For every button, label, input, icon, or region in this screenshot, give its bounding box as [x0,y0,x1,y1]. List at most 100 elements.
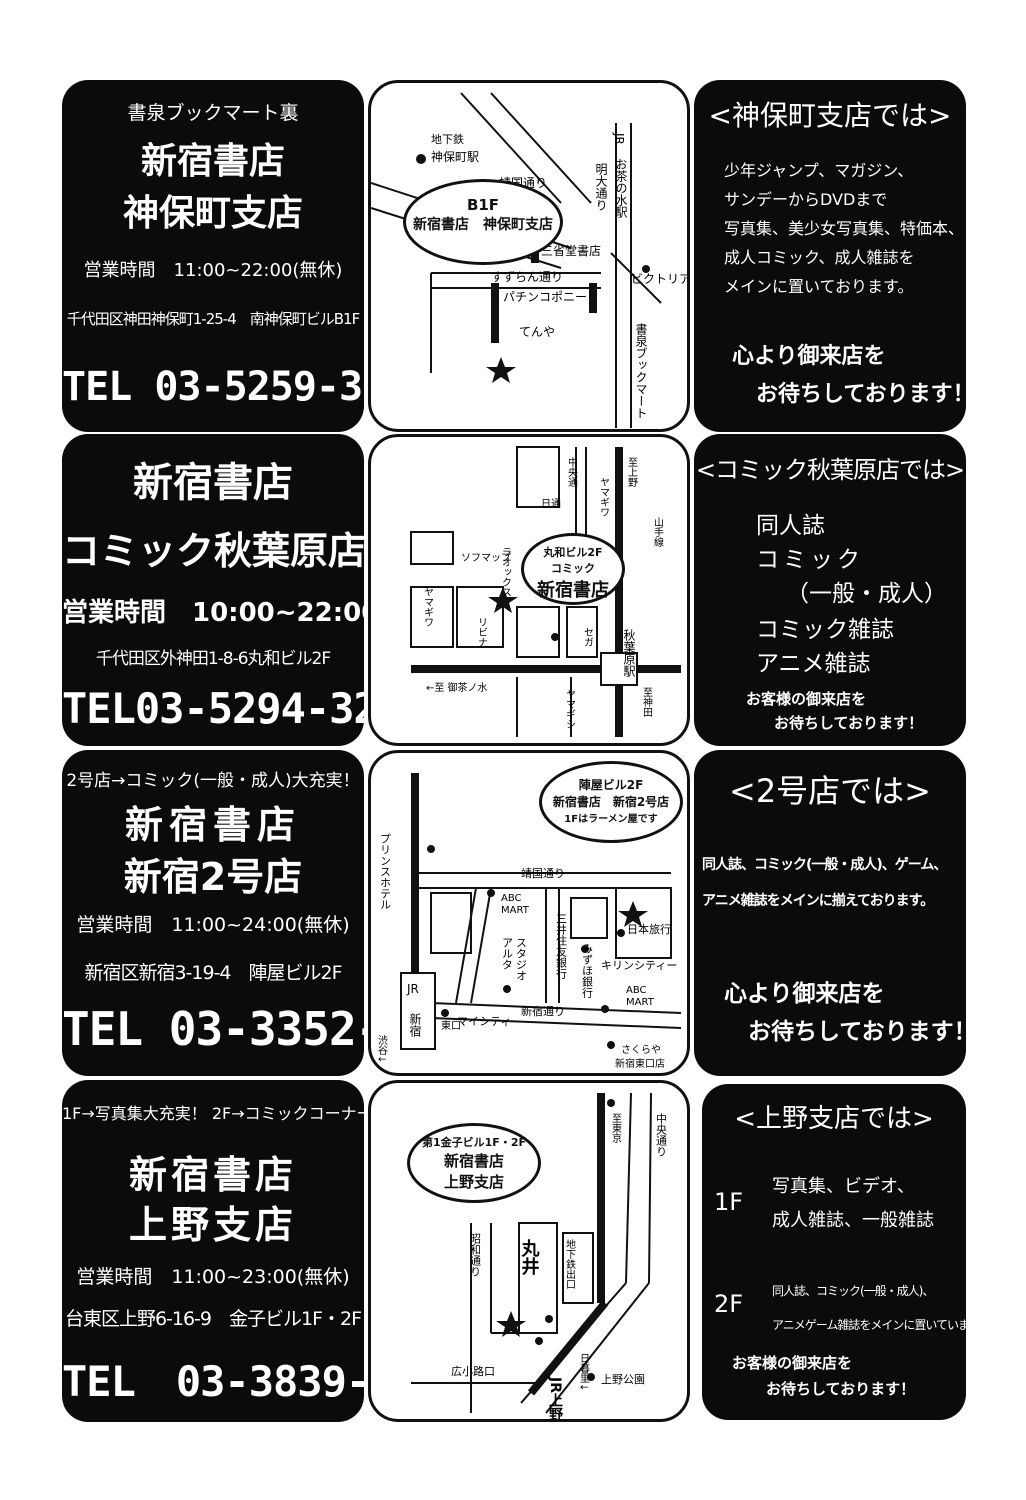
info-line: 同人誌 [756,513,825,539]
info-line: サンデーからDVDまで [724,190,888,209]
closing-line-1: 心より御来店を [732,344,886,369]
svg-text:新宿東口店: 新宿東口店 [615,1057,665,1070]
info-line: 写真集、美少女写真集、特価本、 [724,219,965,238]
bubble-store-name: 新宿書店 神保町支店 [413,217,553,233]
svg-text:山手線: 山手線 [652,517,664,547]
svg-text:渋谷↓: 渋谷↓ [376,1034,388,1064]
svg-text:上野公園: 上野公園 [601,1373,645,1386]
store-name: 新宿書店 [124,803,301,847]
svg-text:スタジオ: スタジオ [515,937,528,981]
svg-text:地下鉄: 地下鉄 [431,132,464,146]
floor-1f-description: 写真集、ビデオ、 成人雑誌、一般雑誌 [772,1170,934,1238]
store-tagline: 書泉ブックマート裏 [127,102,299,124]
info-line: 成人コミック、成人雑誌を [724,248,915,267]
store-tel[interactable]: TEL 03-3839-5340 [62,1357,364,1406]
svg-text:ビクトリア: ビクトリア [631,272,687,286]
svg-text:三省堂書店: 三省堂書店 [541,244,601,258]
svg-text:JR: JR [612,132,626,145]
store-card-akihabara: 新宿書店 コミック秋葉原店 営業時間 10:00~22:00 千代田区外神田1-… [62,434,364,746]
svg-text:ヤマギシ: ヤマギシ [564,689,576,729]
svg-text:リビナ: リビナ [476,617,487,647]
map-akihabara: 日通 中央通 ヤマギワ 至上野 山手線 ソフマップ ラオックス ヤマギワ リビナ… [368,434,690,746]
svg-text:マイシティ: マイシティ [457,1015,511,1028]
store-card-jimbocho: 書泉ブックマート裏 新宿書店 神保町支店 営業時間 11:00~22:00(無休… [62,80,364,432]
svg-text:日通: 日通 [541,498,561,510]
floor-line: 同人誌、コミック(一般・成人)、 [772,1284,934,1298]
bubble-store-branch: 上野支店 [443,1173,504,1191]
store-hours: 営業時間 11:00~24:00(無休) [76,914,350,936]
info-line: コミック雑誌 [756,617,894,643]
store-address: 新宿区新宿3-19-4 陣屋ビル2F [84,962,342,984]
bubble-store-name: 新宿書店 [537,580,609,601]
svg-text:昭和通り: 昭和通り [469,1233,482,1277]
svg-text:てんや: てんや [519,325,555,339]
svg-text:キリンシティー: キリンシティー [601,959,677,972]
svg-text:MART: MART [626,997,655,1008]
info-card-shinjuku2: <2号店では> 同人誌、コミック(一般・成人)、ゲーム、 アニメ雑誌をメインに揃… [694,750,966,1076]
bubble-store-name: 新宿書店 新宿2号店 [552,795,670,809]
info-title: <コミック秋葉原店では> [695,456,965,484]
info-title: <神保町支店では> [708,99,952,132]
svg-text:JR上野: JR上野 [547,1376,563,1419]
svg-text:MART: MART [501,905,530,916]
svg-text:明大通り: 明大通り [594,163,608,211]
closing-line-1: お客様の御来店を [732,1354,853,1372]
store-branch: 神保町支店 [122,193,303,234]
svg-text:三井住友銀行: 三井住友銀行 [555,913,568,980]
closing-line-2: お待ちしております！ [748,1019,966,1045]
svg-text:日本旅行: 日本旅行 [627,922,671,936]
floor-label-1f: 1F [714,1188,744,1216]
info-line: アニメ雑誌をメインに揃えております。 [702,893,934,909]
store-branch: 上野支店 [128,1203,297,1247]
info-description: 少年ジャンプ、マガジン、 サンデーからDVDまで 写真集、美少女写真集、特価本、… [724,156,964,301]
info-title: <2号店では> [729,772,931,810]
info-line: 少年ジャンプ、マガジン、 [724,161,914,180]
store-address: 千代田区外神田1-8-6丸和ビル2F [95,649,331,669]
info-card-akihabara: <コミック秋葉原店では> 同人誌 コミック （一般・成人） コミック雑誌 アニメ… [694,434,966,746]
store-tel[interactable]: TEL 03-3352-0952 [62,1002,364,1056]
svg-text:神保町駅: 神保町駅 [431,150,479,164]
store-hours: 営業時間 11:00~23:00(無休) [76,1266,350,1288]
map-ueno-graphic: 至東京 中央通り 昭和通り 丸井 地下鉄出口 広小路口 JR上野 日暮里↓ 上野… [411,1092,668,1419]
closing-line-1: 心より御来店を [724,981,885,1007]
map-akihabara-graphic: 日通 中央通 ヤマギワ 至上野 山手線 ソフマップ ラオックス ヤマギワ リビナ… [410,446,681,737]
store-address: 台東区上野6-16-9 金子ビル1F・2F [64,1308,362,1330]
closing-line-2: お待ちしております！ [774,714,924,732]
map-jimbocho-bubble: B1F 新宿書店 神保町支店 [403,179,563,265]
floor-label-2f: 2F [714,1290,744,1318]
svg-text:アルタ: アルタ [501,937,514,970]
info-title: <上野支店では> [734,1104,934,1134]
svg-text:靖国通り: 靖国通り [521,867,565,880]
bubble-store-name: 新宿書店 [443,1152,504,1170]
map-jimbocho-graphic: 地下鉄 神保町駅 靖国通り すずらん通り パチンコポニー てんや 三省堂書店 ビ… [371,92,687,428]
store-tagline: 1F→写真集大充実！ 2F→コミックコーナー！ [62,1104,364,1123]
store-hours: 営業時間 10:00~22:00 [62,598,364,628]
map-akihabara-bubble: 丸和ビル2F コミック 新宿書店 [521,533,625,605]
store-tel[interactable]: TEL03-5294-3222 [62,684,364,733]
svg-text:ABC: ABC [626,985,647,996]
info-card-jimbocho: <神保町支店では> 少年ジャンプ、マガジン、 サンデーからDVDまで 写真集、美… [694,80,966,432]
info-line: （一般・成人） [786,581,947,607]
svg-text:日暮里↓: 日暮里↓ [578,1353,590,1391]
svg-text:丸井: 丸井 [519,1239,541,1276]
map-jimbocho: 地下鉄 神保町駅 靖国通り すずらん通り パチンコポニー てんや 三省堂書店 ビ… [368,80,690,432]
closing-line-2: お待ちしております！ [756,382,966,407]
store-card-shinjuku2: 2号店→コミック(一般・成人)大充実！ 新宿書店 新宿2号店 営業時間 11:0… [62,750,364,1076]
map-shinjuku2-bubble: 陣屋ビル2F 新宿書店 新宿2号店 1Fはラーメン屋です [539,761,683,843]
store-card-ueno: 1F→写真集大充実！ 2F→コミックコーナー！ 新宿書店 上野支店 営業時間 1… [62,1080,364,1422]
store-tel[interactable]: TEL 03-5259-3525 [62,364,364,410]
bubble-floor: B1F [466,196,500,214]
svg-text:中央通り: 中央通り [655,1113,668,1157]
svg-text:新宿通り: 新宿通り [521,1004,565,1018]
svg-text:広小路口: 広小路口 [451,1365,495,1378]
bubble-subtitle: コミック [551,562,595,575]
map-ueno: 至東京 中央通り 昭和通り 丸井 地下鉄出口 広小路口 JR上野 日暮里↓ 上野… [368,1080,690,1422]
map-ueno-bubble: 第1金子ビル1F・2F 新宿書店 上野支店 [407,1123,541,1203]
svg-text:みずほ銀行: みずほ銀行 [581,943,594,999]
svg-text:セガ: セガ [582,627,594,647]
store-name: 新宿書店 [133,460,293,506]
svg-text:新宿: 新宿 [408,1012,422,1037]
svg-text:ヤマギワ: ヤマギワ [598,477,610,517]
svg-text:中央通: 中央通 [566,456,578,487]
